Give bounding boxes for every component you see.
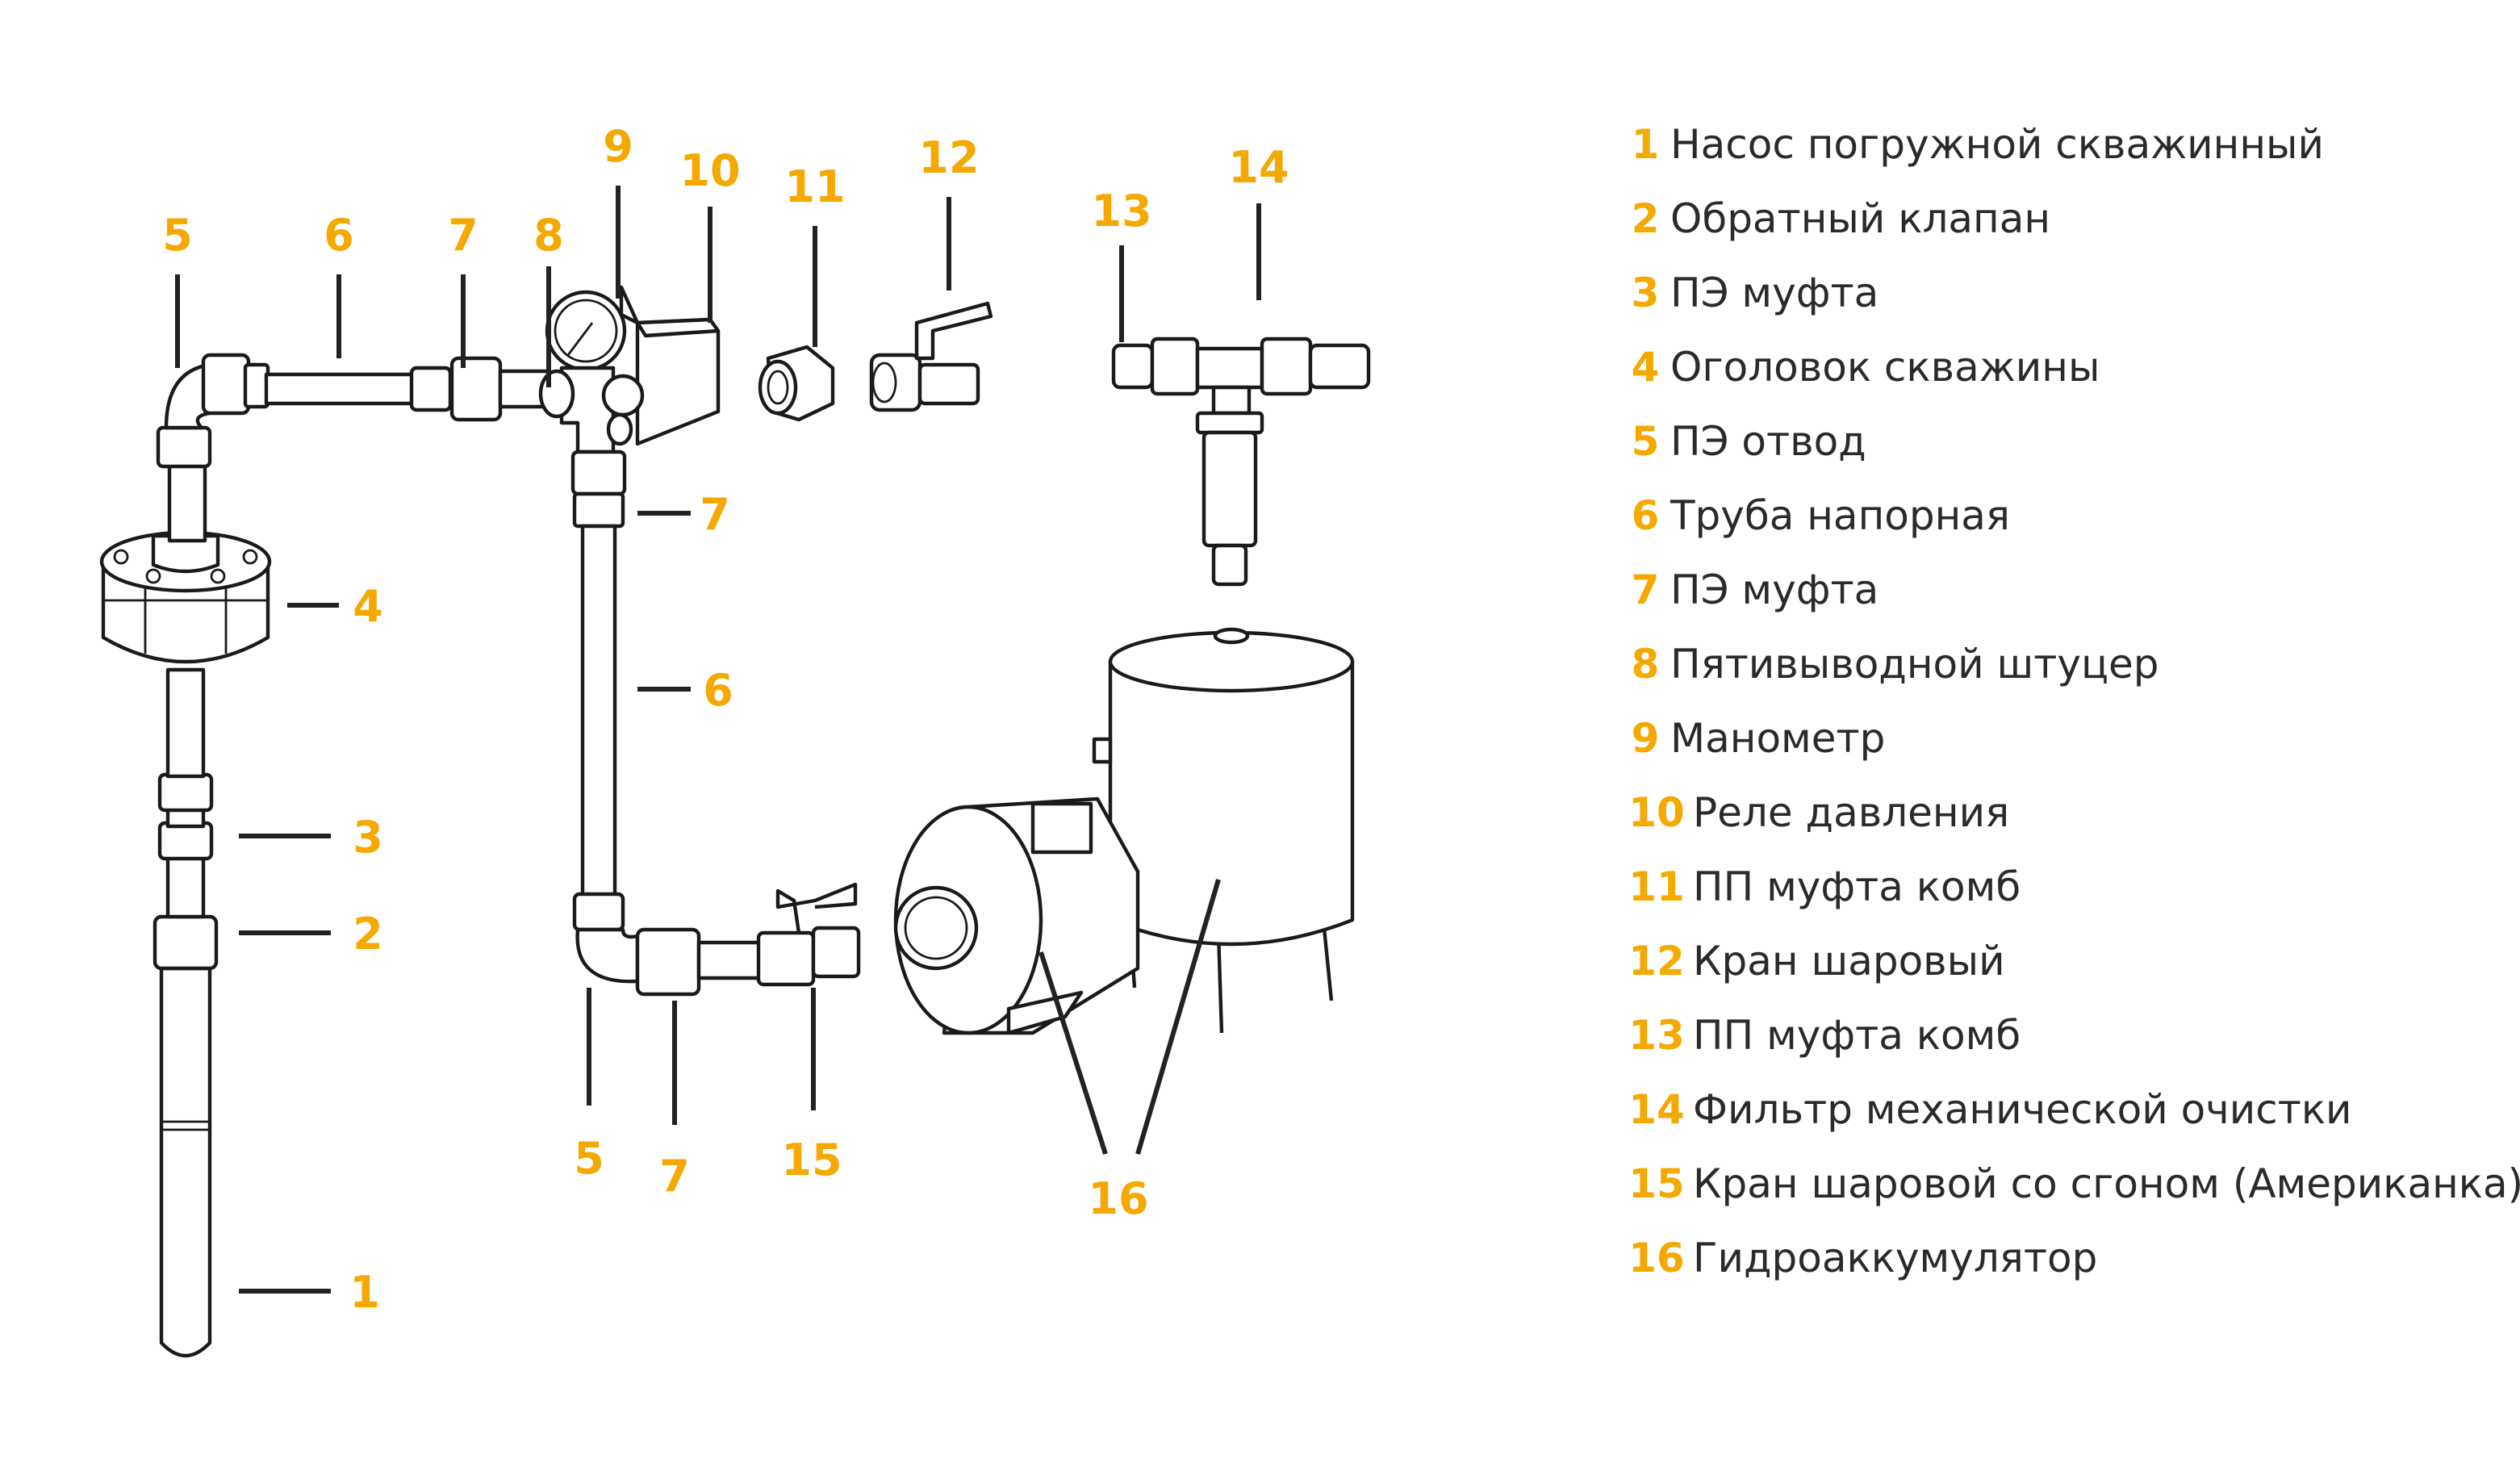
- mechanical-filter: [1111, 337, 1371, 587]
- surface-pump: [893, 796, 1140, 1035]
- callout-6: 6: [324, 210, 354, 261]
- legend-number: 6: [1631, 492, 1660, 539]
- callout-15: 15: [781, 1135, 842, 1185]
- legend-number: 9: [1631, 715, 1660, 762]
- legend-number: 11: [1628, 863, 1685, 910]
- legend-number: 14: [1628, 1086, 1685, 1133]
- callout-10: 10: [679, 145, 740, 196]
- legend-label: Труба напорная: [1670, 492, 2010, 539]
- legend-number: 5: [1631, 418, 1660, 465]
- callout-5: 5: [162, 210, 193, 261]
- legend-label: Кран шаровой со сгоном (Американка): [1693, 1160, 2520, 1207]
- callout-4: 4: [353, 581, 383, 632]
- callout-14: 14: [1228, 142, 1289, 193]
- legend-number: 13: [1628, 1012, 1685, 1059]
- legend-label: Манометр: [1670, 715, 1886, 762]
- legend-number: 15: [1628, 1160, 1685, 1207]
- callout-8: 8: [533, 210, 564, 261]
- legend-label: Насос погружной скважинный: [1670, 121, 2324, 168]
- legend-label: Пятивыводной штуцер: [1670, 641, 2159, 688]
- legend-number: 16: [1628, 1235, 1685, 1281]
- callout-5-bottom: 5: [574, 1133, 604, 1184]
- submersible-pump: [153, 667, 219, 1358]
- callout-1: 1: [349, 1267, 380, 1318]
- hydro-accumulator: [1092, 627, 1355, 1034]
- legend-label: ПП муфта комб: [1693, 863, 2021, 910]
- legend-label: Фильтр механической очистки: [1693, 1086, 2352, 1133]
- legend-number: 8: [1631, 641, 1660, 688]
- leader-lines: [175, 186, 1261, 1294]
- legend-number: 3: [1631, 270, 1660, 316]
- callout-2: 2: [353, 909, 383, 959]
- legend-number: 10: [1628, 789, 1685, 836]
- callout-7: 7: [448, 210, 479, 261]
- legend-label: Реле давления: [1693, 789, 2010, 836]
- top-pipe-run: [164, 353, 551, 430]
- legend-number: 1: [1631, 121, 1660, 168]
- callout-7-bottom: 7: [659, 1151, 690, 1202]
- callout-16: 16: [1088, 1173, 1148, 1224]
- pp-coupling-part: [758, 345, 835, 422]
- legend-label: ПЭ муфта: [1670, 566, 1879, 613]
- vertical-pipe-run: [570, 449, 861, 997]
- callout-9: 9: [603, 121, 633, 172]
- callout-3: 3: [353, 812, 383, 863]
- legend-label: Гидроаккумулятор: [1693, 1235, 2098, 1281]
- well-head: [99, 425, 272, 664]
- legend-number: 2: [1631, 195, 1660, 242]
- legend-label: ПП муфта комб: [1693, 1012, 2021, 1059]
- pressure-group: [538, 285, 721, 454]
- ball-valve-part: [869, 301, 993, 412]
- callout-13: 13: [1091, 186, 1151, 236]
- legend-number: 12: [1628, 938, 1685, 984]
- legend-number: 4: [1631, 344, 1660, 391]
- legend-label: Кран шаровый: [1693, 938, 2005, 984]
- legend-label: Оголовок скважины: [1670, 344, 2100, 391]
- legend-label: ПЭ отвод: [1670, 418, 1866, 465]
- callout-6-right: 6: [703, 665, 733, 716]
- legend-label: ПЭ муфта: [1670, 270, 1879, 316]
- legend-number: 7: [1631, 566, 1660, 613]
- callout-7-right: 7: [700, 489, 730, 540]
- legend-label: Обратный клапан: [1670, 195, 2051, 242]
- callout-12: 12: [918, 132, 979, 183]
- callout-11: 11: [784, 161, 845, 212]
